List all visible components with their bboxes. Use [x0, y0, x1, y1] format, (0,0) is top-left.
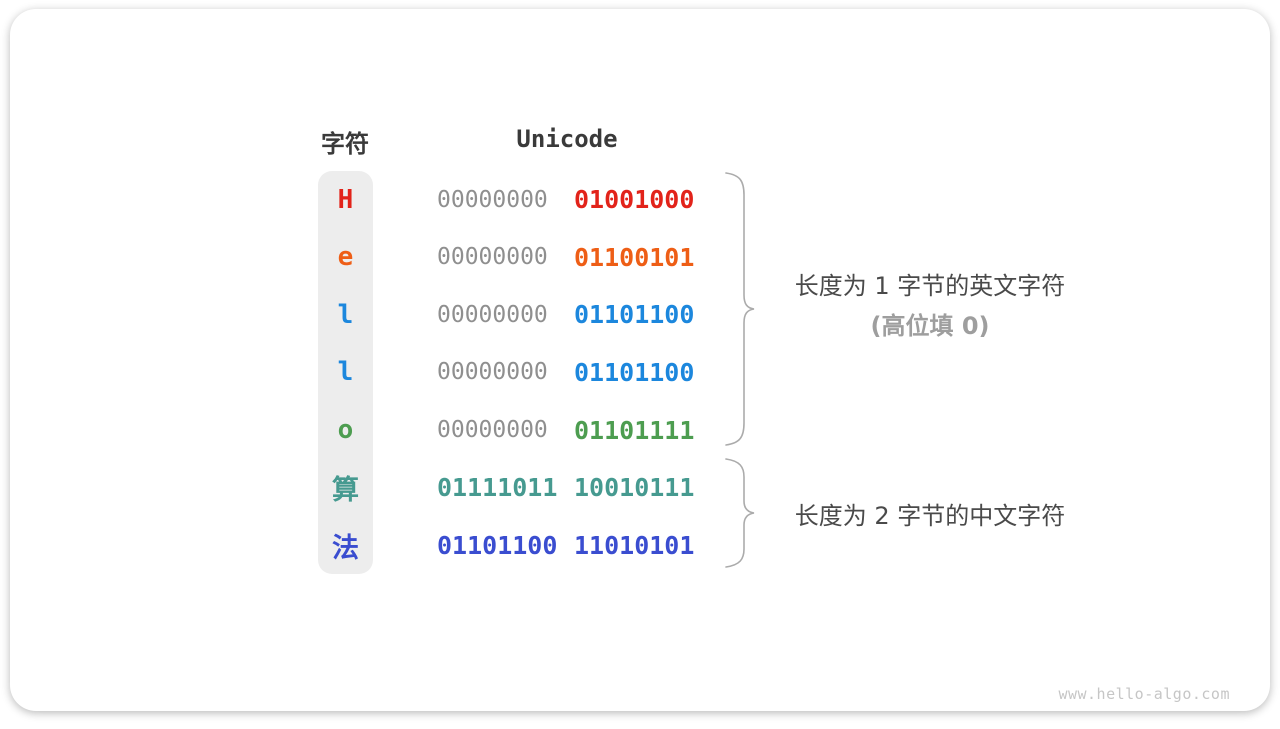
byte-high: 00000000: [437, 417, 548, 444]
character-cell: o: [337, 415, 354, 446]
unicode-row: 01111011 10010111: [437, 459, 717, 517]
character-column: H e l l o 算 法: [318, 171, 373, 574]
unicode-column: 00000000 01001000 00000000 01100101 0000…: [437, 171, 717, 574]
byte-low: 11010101: [574, 530, 695, 560]
annotation-english-chars: 长度为 1 字节的英文字符 (高位填 0): [760, 271, 1100, 341]
byte-low: 01101100: [574, 300, 695, 330]
character-cell: e: [337, 242, 354, 273]
unicode-row: 01101100 11010101: [437, 516, 717, 574]
brace-chinese-group: [725, 458, 755, 568]
unicode-row: 00000000 01001000: [437, 171, 717, 229]
unicode-row: 00000000 01101100: [437, 344, 717, 402]
byte-low: 01101111: [574, 415, 695, 445]
byte-high: 00000000: [437, 186, 548, 213]
annotation-english-line1: 长度为 1 字节的英文字符: [794, 272, 1066, 300]
byte-low: 10010111: [574, 473, 695, 503]
brace-english-group: [725, 172, 755, 446]
character-cell: l: [337, 357, 354, 388]
byte-high: 01111011: [437, 473, 558, 503]
annotation-english-line2: (高位填 0): [870, 312, 990, 340]
character-cell: 法: [332, 532, 359, 564]
column-header-character: 字符: [321, 130, 369, 158]
figure-card: 字符 Unicode H e l l o 算 法 00000000 010010…: [10, 9, 1270, 711]
character-cell: l: [337, 299, 354, 330]
watermark-url: www.hello-algo.com: [1058, 685, 1230, 703]
column-header-unicode: Unicode: [516, 125, 618, 153]
unicode-row: 00000000 01101100: [437, 286, 717, 344]
unicode-row: 00000000 01101111: [437, 401, 717, 459]
byte-high: 00000000: [437, 244, 548, 271]
annotation-chinese-chars: 长度为 2 字节的中文字符: [794, 502, 1066, 530]
character-cell: H: [337, 184, 354, 215]
unicode-row: 00000000 01100101: [437, 229, 717, 287]
byte-high: 00000000: [437, 301, 548, 328]
byte-low: 01001000: [574, 185, 695, 215]
byte-low: 01100101: [574, 242, 695, 272]
byte-high: 01101100: [437, 530, 558, 560]
byte-high: 00000000: [437, 359, 548, 386]
character-cell: 算: [332, 475, 359, 507]
byte-low: 01101100: [574, 357, 695, 387]
